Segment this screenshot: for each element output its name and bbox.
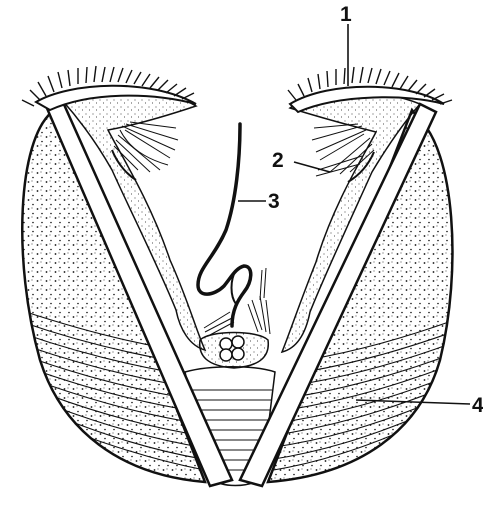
- coiled-filament: [198, 124, 251, 326]
- label-3: 3: [268, 191, 280, 212]
- leader-line-2: [294, 162, 330, 172]
- label-2: 2: [272, 150, 284, 171]
- central-organs: [200, 268, 270, 368]
- label-1: 1: [340, 4, 352, 25]
- label-4: 4: [472, 395, 483, 416]
